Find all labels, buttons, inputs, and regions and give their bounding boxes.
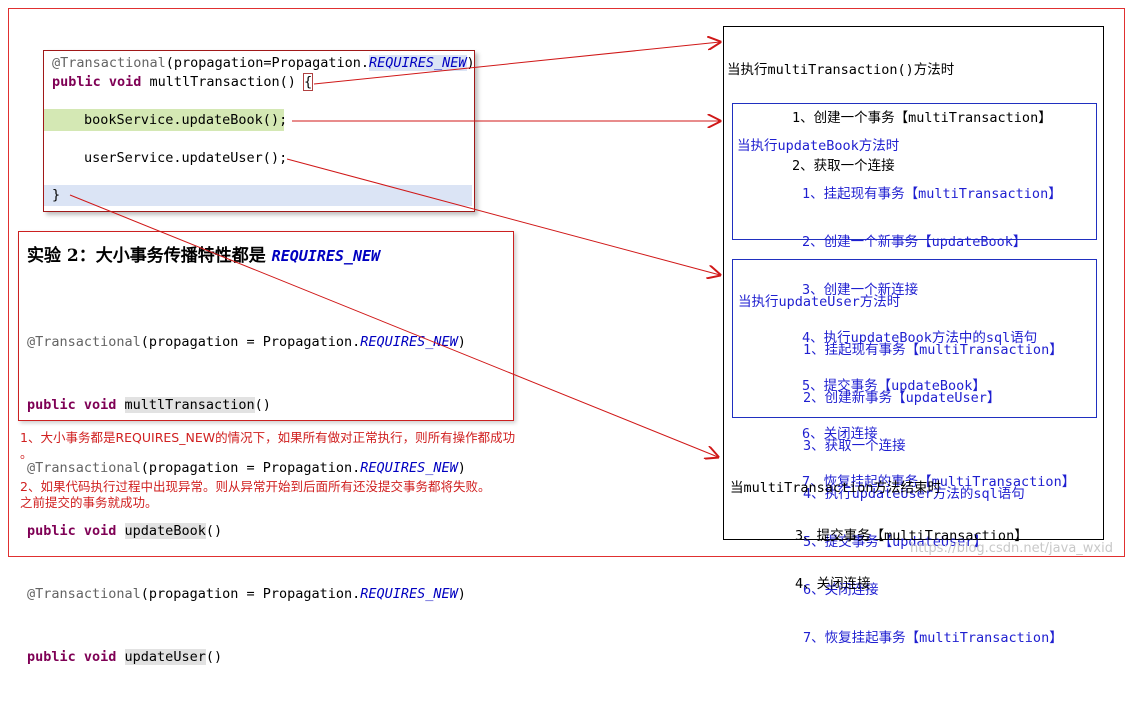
right-panel xyxy=(723,26,1104,540)
exp-line-2: public void multlTransaction() xyxy=(27,397,271,413)
book-box xyxy=(732,103,1097,240)
section-start: 当执行multiTransaction()方法时 1、创建一个事务【multiT… xyxy=(727,30,1052,190)
section-start-title: 当执行multiTransaction()方法时 xyxy=(727,62,955,78)
section-end-item: 3、提交事务【multiTransaction】 xyxy=(730,528,1028,544)
code-line-updatebook: bookService.updateBook(); xyxy=(84,112,288,128)
arrow-method-to-start xyxy=(313,42,720,85)
code-line-annotation: @Transactional(propagation=Propagation.R… xyxy=(52,55,475,71)
code-line-close-brace: } xyxy=(52,187,61,203)
outer-frame xyxy=(8,8,1125,557)
note-1-line-2: 。 xyxy=(20,446,33,461)
user-box xyxy=(732,259,1097,418)
section-user-item: 1、挂起现有事务【multiTransaction】 xyxy=(738,342,1063,358)
note-2: 2、如果代码执行过程中出现异常。则从异常开始到后面所有还没提交事务都将失败。 之… xyxy=(20,479,490,511)
note-2-line-2: 之前提交的事务就成功。 xyxy=(20,495,158,510)
section-book-item: 5、提交事务【updateBook】 xyxy=(737,378,986,394)
section-user-item: 3、获取一个连接 xyxy=(738,438,906,454)
section-start-item: 2、获取一个连接 xyxy=(727,158,895,174)
section-book-item: 6、关闭连接 xyxy=(737,426,878,442)
section-user-item: 4、执行updateUser方法的sql语句 xyxy=(738,486,1025,502)
section-book-item: 4、执行updateBook方法中的sql语句 xyxy=(737,330,1038,346)
code-line-cursor xyxy=(44,185,472,206)
section-book: 当执行updateBook方法时 1、挂起现有事务【multiTransacti… xyxy=(737,106,1075,506)
exp-line-4: public void updateBook() xyxy=(27,523,223,539)
watermark: https://blog.csdn.net/java_wxid xyxy=(910,541,1113,556)
section-book-title: 当执行updateBook方法时 xyxy=(737,138,900,154)
arrow-brace-to-end xyxy=(69,194,718,457)
section-end-title: 当multiTransaction方法结束时 xyxy=(730,480,942,496)
experiment-title: 实验 2：大小事务传播特性都是 REQUIRES_NEW xyxy=(27,246,381,266)
connector-arrows xyxy=(69,0,1134,566)
section-book-item: 3、创建一个新连接 xyxy=(737,282,919,298)
section-book-item: 2、创建一个新事务【updateBook】 xyxy=(737,234,1027,250)
note-2-line-1: 2、如果代码执行过程中出现异常。则从异常开始到后面所有还没提交事务都将失败。 xyxy=(20,479,491,494)
section-start-item: 1、创建一个事务【multiTransaction】 xyxy=(727,110,1052,126)
exp-line-3: @Transactional(propagation = Propagation… xyxy=(27,460,466,476)
section-user-item: 7、恢复挂起事务【multiTransaction】 xyxy=(738,630,1063,646)
exp-line-6: public void updateUser() xyxy=(27,649,223,665)
code-line-updateuser: userService.updateUser(); xyxy=(84,150,288,166)
code-line-highlight xyxy=(44,109,284,131)
section-user-item: 5、提交事务【updateUser】 xyxy=(738,534,987,550)
note-1-line-1: 1、大小事务都是REQUIRES_NEW的情况下，如果所有做对正常执行，则所有操… xyxy=(20,430,516,445)
section-user-item: 2、创建新事务【updateUser】 xyxy=(738,390,1001,406)
exp-line-1: @Transactional(propagation = Propagation… xyxy=(27,334,466,350)
section-book-item: 7、恢复挂起的事务【multiTransaction】 xyxy=(737,474,1076,490)
note-1: 1、大小事务都是REQUIRES_NEW的情况下，如果所有做对正常执行，则所有操… xyxy=(20,430,515,462)
code-line-method: public void multlTransaction() { xyxy=(52,73,314,91)
exp-line-5: @Transactional(propagation = Propagation… xyxy=(27,586,466,602)
code-block: @Transactional(propagation=Propagation.R… xyxy=(43,50,475,212)
section-end-item: 4、关闭连接 xyxy=(730,576,871,592)
section-book-item: 1、挂起现有事务【multiTransaction】 xyxy=(737,186,1062,202)
arrow-updateuser-to-user xyxy=(286,158,720,275)
section-user-title: 当执行updateUser方法时 xyxy=(738,294,901,310)
